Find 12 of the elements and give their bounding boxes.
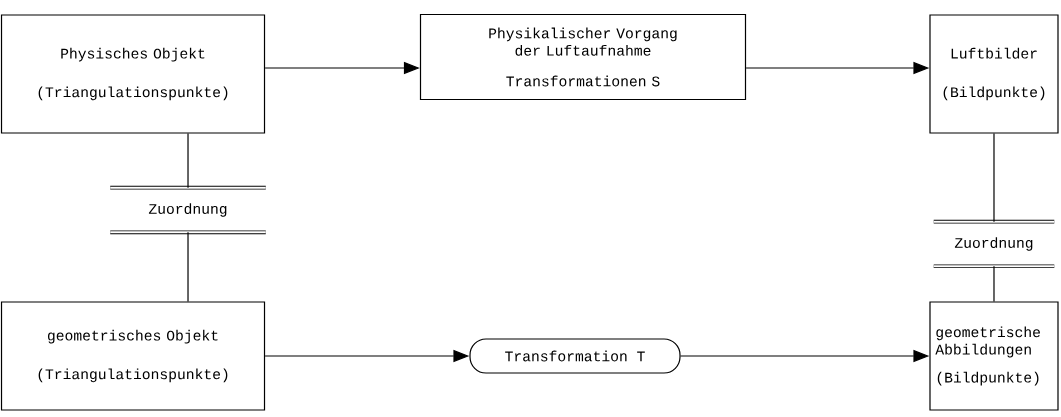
- connector-line: [993, 265, 995, 302]
- connector-line: [993, 133, 995, 223]
- association-label: Zuordnung: [109, 185, 267, 235]
- process-box: Physisches Objekt (Triangulationspunkte): [0, 14, 266, 134]
- process-box: geometrisches Objekt (Triangulationspunkte): [0, 301, 266, 411]
- process-box: Physikalischer Vorgang der Luftaufnahme Transformationen S: [419, 13, 747, 101]
- process-box: geometrische Abbildungen (Bildpunkte): [929, 301, 1059, 411]
- connector-line: [187, 231, 189, 302]
- association-label: Zuordnung: [932, 219, 1056, 269]
- process-box: Luftbilder (Bildpunkte): [929, 14, 1059, 134]
- rounded-process-box: Transformation T: [469, 338, 681, 374]
- connector-line: [187, 133, 189, 189]
